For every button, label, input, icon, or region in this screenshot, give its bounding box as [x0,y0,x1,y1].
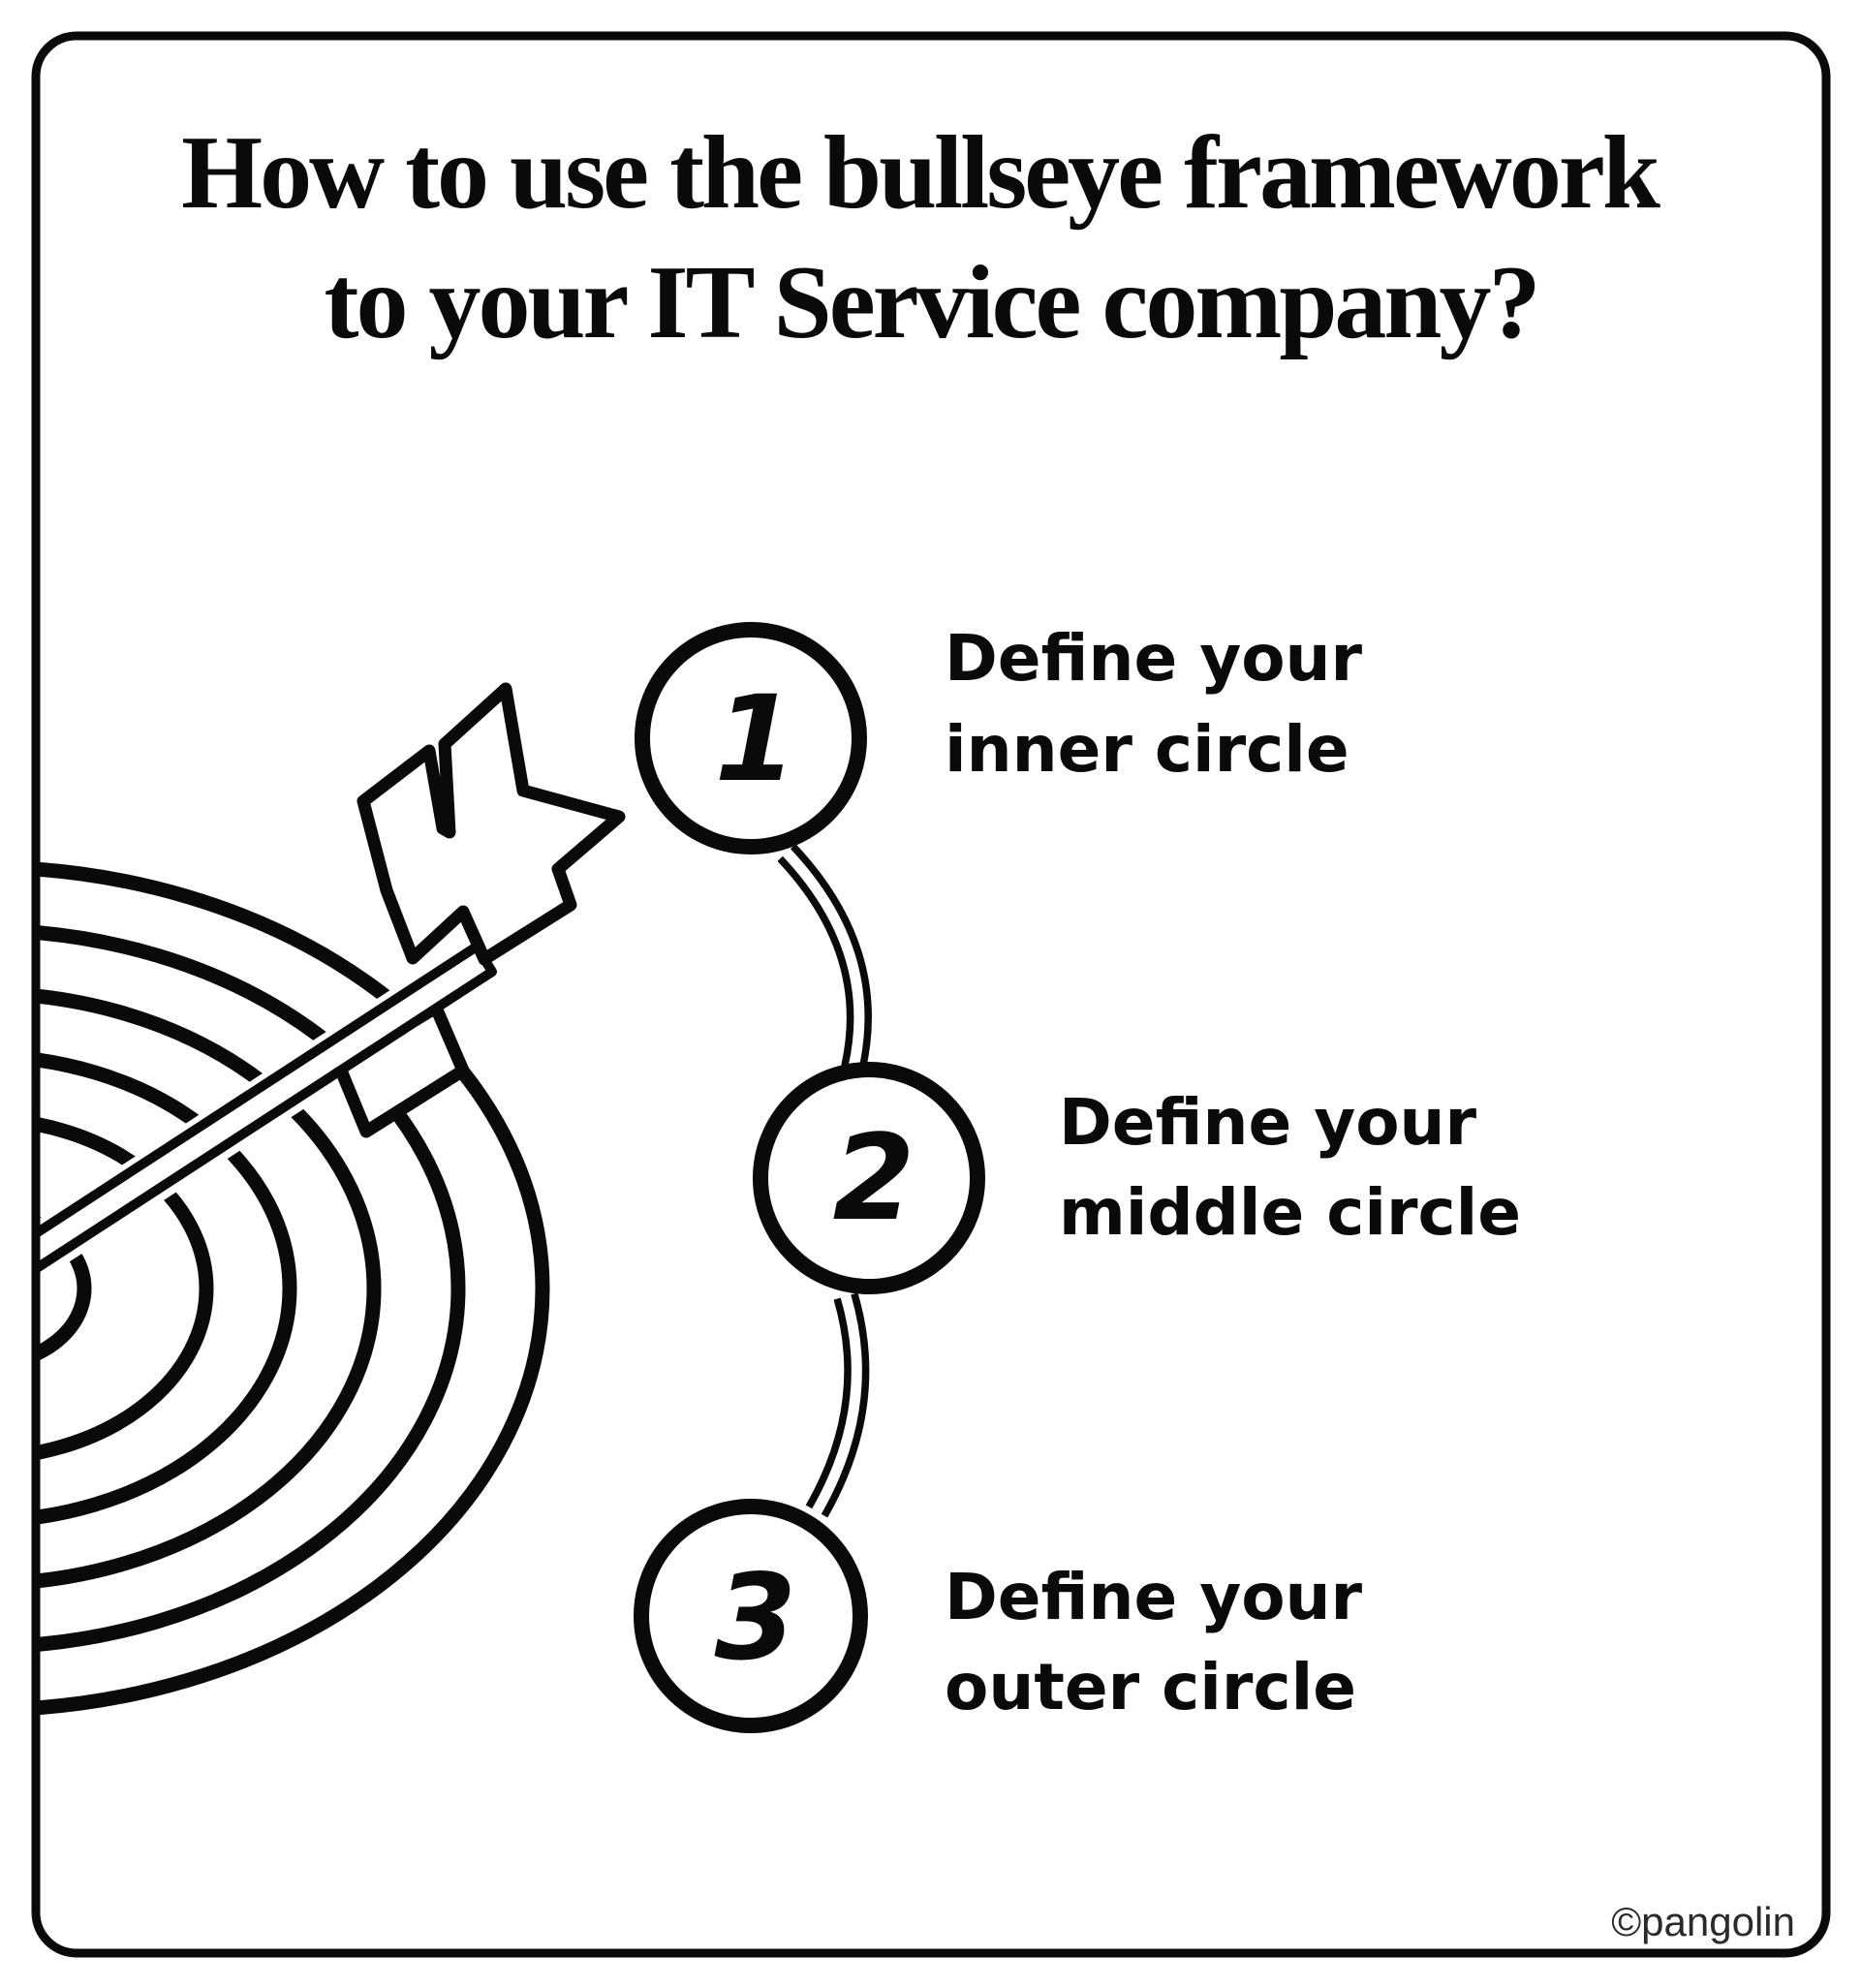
step-3: 3 [634,1499,868,1733]
step-1-circle [635,622,867,854]
step-3-number: 3 [715,1549,797,1687]
panel-border [31,31,1831,1958]
watermark: ©pangolin [1611,1899,1795,1944]
target-rings [40,859,550,1718]
step-2: 2 [753,1062,985,1294]
step-2-number: 2 [833,1109,915,1247]
step-3-label: Define your outer circle [945,1560,1384,1724]
step-1-number: 1 [715,670,797,808]
step-1-label: Define your inner circle [945,621,1384,787]
arrow-fletching-upper-vanes [357,682,626,966]
connector-1-2-inner [782,849,865,1070]
step-connectors [777,844,872,1518]
page-title: How to use the bullseye framework to you… [181,115,1681,360]
step-3-circle [634,1499,868,1733]
step-2-label: Define your middle circle [1059,1085,1521,1250]
step-2-circle [753,1062,985,1294]
arrow-icon [40,682,626,1311]
bullseye-target-icon [40,682,626,1718]
step-1: 1 [635,622,867,854]
connector-2-3-inner [812,1294,862,1514]
